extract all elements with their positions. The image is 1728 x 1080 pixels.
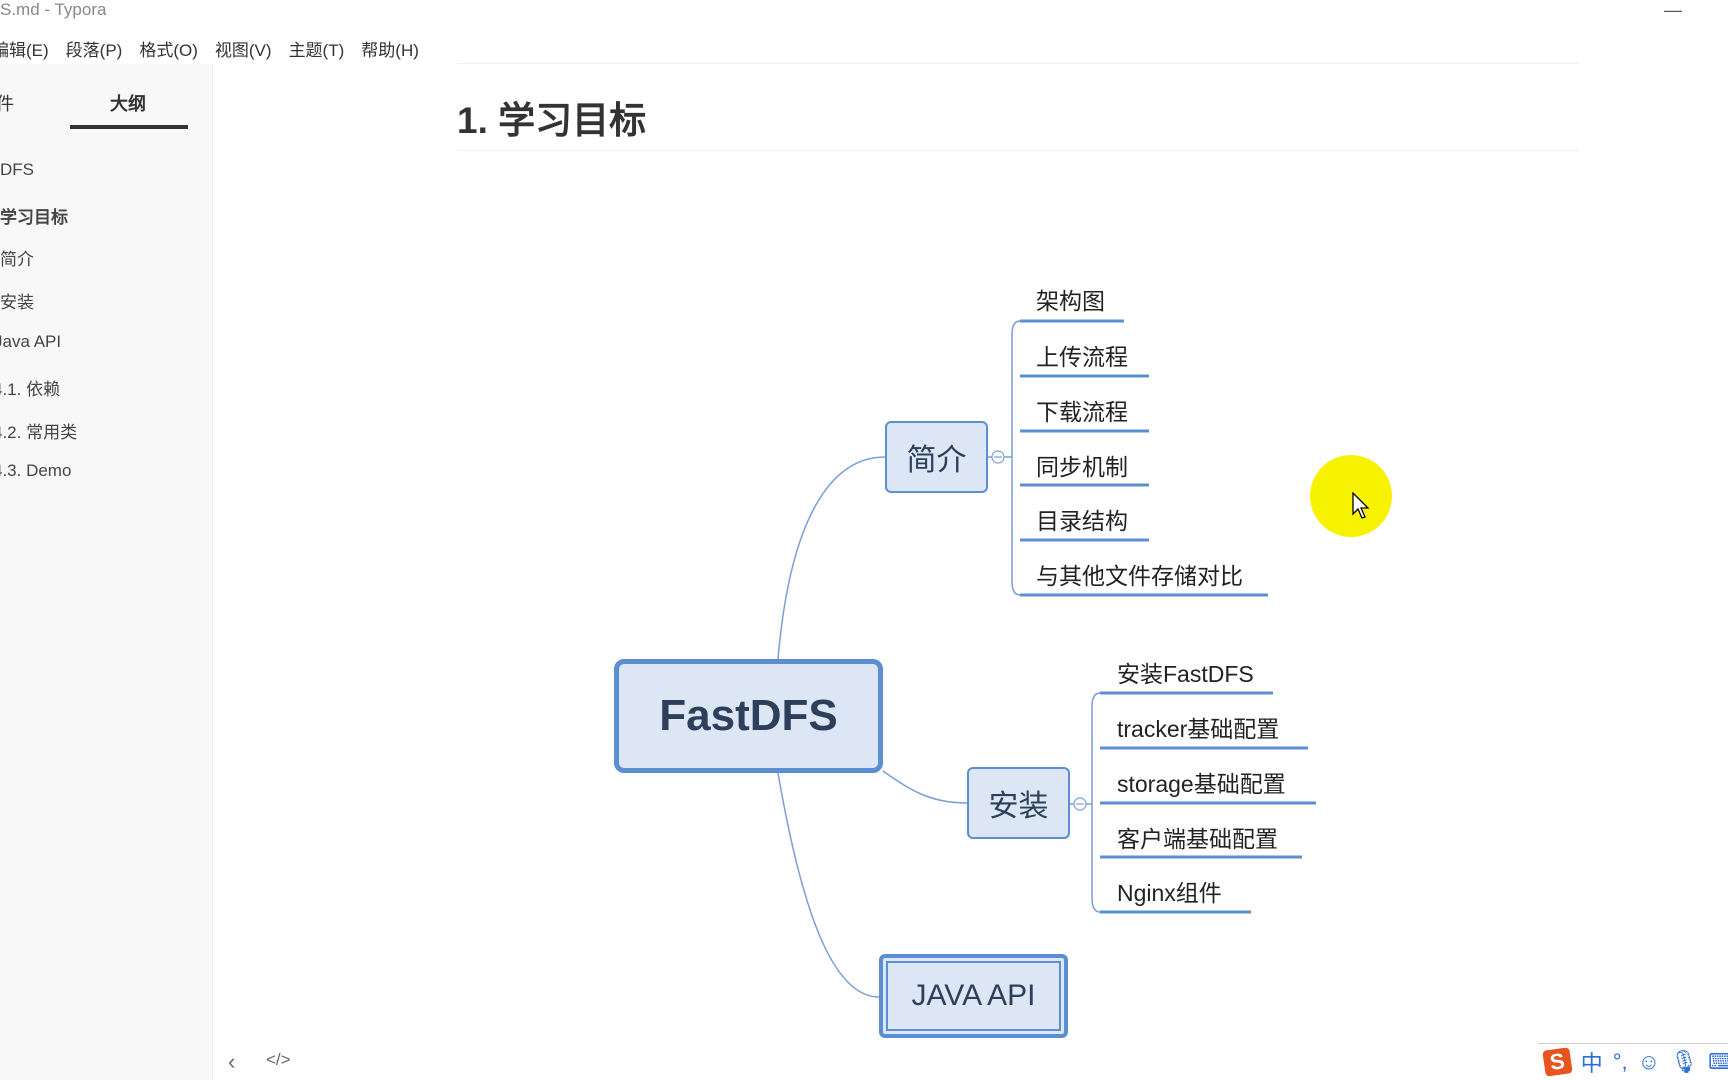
tab-outline[interactable]: 大纲	[110, 94, 146, 114]
mindmap-branch-intro: 简介	[885, 421, 988, 493]
outline-item[interactable]: 安装	[0, 293, 34, 312]
minimize-button[interactable]: —	[1664, 0, 1682, 20]
outline-item-active[interactable]: 学习目标	[0, 208, 68, 227]
outline-item[interactable]: Java API	[0, 332, 62, 351]
ime-punctuation[interactable]: °,	[1612, 1049, 1628, 1074]
leaf-node: 与其他文件存储对比	[1036, 563, 1243, 589]
leaf-node: storage基础配置	[1117, 771, 1286, 797]
divider	[457, 63, 1579, 64]
mindmap-branch-install: 安装	[967, 767, 1070, 839]
connector-root-java	[777, 772, 880, 998]
leaf-node: 下载流程	[1036, 399, 1128, 425]
leaf-node: 同步机制	[1036, 454, 1128, 480]
menu-edit[interactable]: 编辑(E)	[0, 41, 49, 60]
ime-mode[interactable]: 中	[1580, 1051, 1603, 1076]
tab-files[interactable]: 件	[0, 94, 14, 114]
leaf-node: 安装FastDFS	[1117, 661, 1254, 687]
menu-bar: 编辑(E) 段落(P) 格式(O) 视图(V) 主题(T) 帮助(H)	[0, 36, 419, 62]
window-title: S.md - Typora	[0, 0, 107, 19]
leaf-node: 架构图	[1036, 288, 1105, 314]
microphone-icon[interactable]: 🎙	[1670, 1049, 1699, 1074]
outline-item[interactable]: 4.1. 依赖	[0, 380, 61, 399]
menu-view[interactable]: 视图(V)	[214, 41, 272, 60]
heading-underline	[457, 150, 1579, 151]
connector-root-install	[882, 770, 968, 804]
outline-item[interactable]: 4.2. 常用类	[0, 423, 78, 442]
outline-item[interactable]: 4.3. Demo	[0, 461, 72, 480]
page-heading: 1. 学习目标	[457, 100, 647, 141]
mindmap-root-node: FastDFS	[614, 659, 883, 773]
bracket-intro	[1011, 320, 1021, 596]
outline-item[interactable]: DFS	[0, 160, 34, 179]
bracket-install	[1091, 692, 1101, 913]
keyboard-icon[interactable]: ⌨	[1708, 1049, 1728, 1074]
cursor-highlight	[1310, 455, 1392, 537]
emoji-icon[interactable]: ☺	[1637, 1049, 1661, 1074]
leaf-node: tracker基础配置	[1117, 716, 1280, 742]
active-tab-indicator	[70, 125, 188, 129]
leaf-node: 上传流程	[1036, 344, 1128, 370]
mouse-cursor-icon	[1352, 492, 1370, 519]
leaf-node: 客户端基础配置	[1117, 826, 1278, 852]
menu-paragraph[interactable]: 段落(P)	[65, 41, 123, 60]
connector-root-intro	[777, 456, 886, 660]
leaf-node: Nginx组件	[1117, 880, 1222, 906]
outline-item[interactable]: 简介	[0, 250, 34, 269]
menu-theme[interactable]: 主题(T)	[288, 41, 345, 60]
ime-toolbar: S 中 °, ☺ 🎙 ⌨	[1538, 1043, 1728, 1080]
menu-help[interactable]: 帮助(H)	[361, 41, 419, 60]
menu-format[interactable]: 格式(O)	[139, 41, 198, 60]
leaf-node: 目录结构	[1036, 508, 1128, 534]
sogou-logo[interactable]: S	[1542, 1047, 1573, 1077]
back-icon[interactable]: ‹	[228, 1049, 236, 1074]
mindmap-branch-java-api: JAVA API	[879, 954, 1068, 1038]
source-code-icon[interactable]: </>	[266, 1050, 291, 1069]
sidebar: 件 大纲 DFS 学习目标 简介 安装 Java API 4.1. 依赖 4.2…	[0, 64, 291, 1080]
